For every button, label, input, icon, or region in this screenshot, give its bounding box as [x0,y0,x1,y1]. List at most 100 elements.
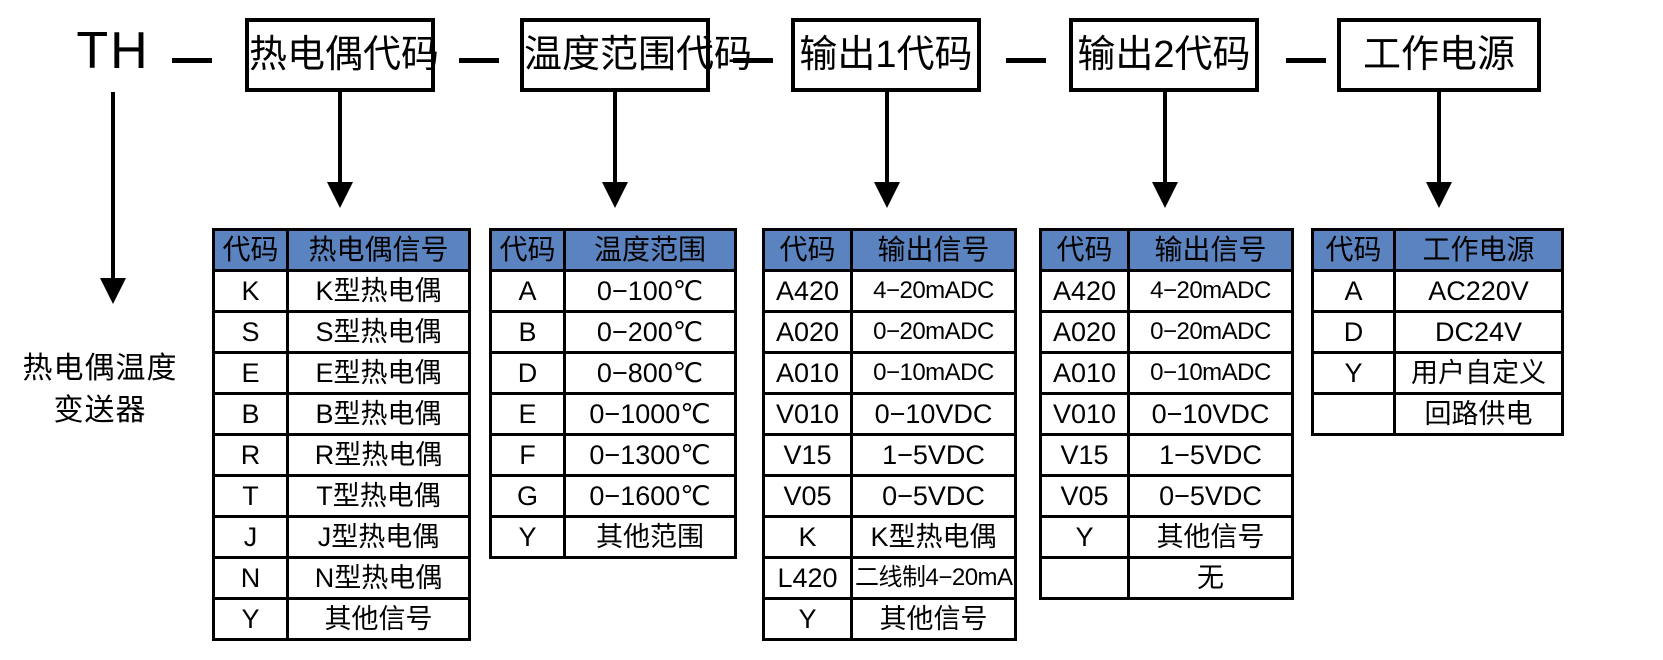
value-cell: 二线制4−20mA [850,556,1017,600]
output2-table-header-row: 代码输出信号 [1039,228,1294,272]
model-separator-4 [1006,58,1046,63]
code-box-temperature-range[interactable]: 温度范围代码 [520,18,752,92]
value-cell: 0−800℃ [563,351,737,395]
temperature-range-table-header-cell-code: 代码 [489,228,566,272]
value-cell: 0−10VDC [1127,392,1294,436]
model-separator-1 [172,58,212,63]
value-cell: 0−20mADC [1127,310,1294,354]
code-box-output1[interactable]: 输出1代码 [791,18,981,92]
value-cell: R型热电偶 [286,433,471,477]
value-cell: K型热电偶 [286,269,471,313]
code-cell: B [489,310,566,354]
connector-arrow-thermocouple [327,182,353,208]
value-cell: 4−20mADC [850,269,1017,313]
code-cell: K [212,269,289,313]
value-cell: 0−200℃ [563,310,737,354]
thermocouple-code-table-header-cell-code: 代码 [212,228,289,272]
code-cell: L420 [762,556,853,600]
table-row[interactable]: 回路供电 [1311,392,1564,436]
code-cell: T [212,474,289,518]
connector-line-thermocouple [338,92,342,186]
connector-line-output1 [885,92,889,186]
value-cell: T型热电偶 [286,474,471,518]
value-cell: 0−10VDC [850,392,1017,436]
connector-arrow-power-supply [1426,182,1452,208]
connector-arrow-temperature-range [602,182,628,208]
value-cell: 0−20mADC [850,310,1017,354]
code-cell: E [212,351,289,395]
code-cell: V15 [762,433,853,477]
value-cell: 0−1000℃ [563,392,737,436]
code-cell: D [1311,310,1396,354]
code-cell: Y [489,515,566,559]
product-caption-line1: 热电偶温度 [22,352,178,385]
code-cell [1311,392,1396,436]
temperature-range-table-header-cell-value: 温度范围 [563,228,737,272]
table-row[interactable]: 无 [1039,556,1294,600]
code-cell: Y [762,597,853,641]
code-box-thermocouple[interactable]: 热电偶代码 [245,18,439,92]
thermocouple-code-table-header-row: 代码热电偶信号 [212,228,471,272]
code-cell: S [212,310,289,354]
value-cell: 0−5VDC [1127,474,1294,518]
temperature-range-table-header-row: 代码温度范围 [489,228,737,272]
value-cell: S型热电偶 [286,310,471,354]
model-code-row: TH 热电偶代码 温度范围代码 输出1代码 输出2代码 工作电源 [0,14,1663,94]
value-cell: B型热电偶 [286,392,471,436]
code-cell: R [212,433,289,477]
code-box-output2[interactable]: 输出2代码 [1069,18,1259,92]
output2-table-header-cell-value: 输出信号 [1127,228,1294,272]
connector-arrow-output2 [1152,182,1178,208]
value-cell: 0−10mADC [1127,351,1294,395]
connector-line-prefix [111,92,115,282]
model-separator-2 [459,58,499,63]
value-cell: 0−100℃ [563,269,737,313]
code-cell: A [489,269,566,313]
power-supply-table-header-row: 代码工作电源 [1311,228,1564,272]
model-separator-3 [733,58,773,63]
code-cell: A020 [762,310,853,354]
code-cell: Y [1311,351,1396,395]
code-box-power-supply[interactable]: 工作电源 [1337,18,1541,92]
code-cell: V010 [1039,392,1130,436]
